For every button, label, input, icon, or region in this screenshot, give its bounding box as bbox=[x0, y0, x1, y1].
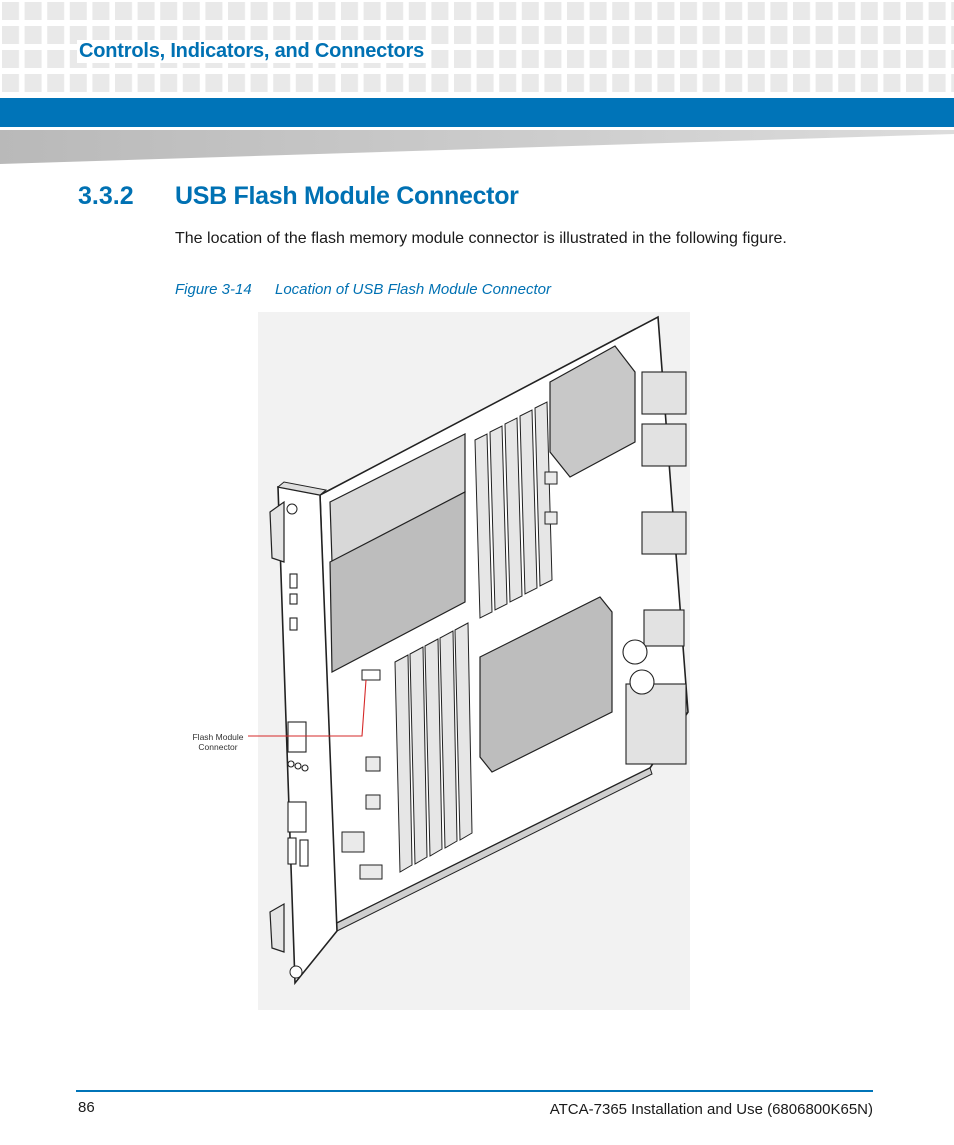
small-chips bbox=[341, 471, 558, 880]
heatsink-lower bbox=[479, 596, 613, 773]
intro-paragraph: The location of the flash memory module … bbox=[175, 230, 787, 247]
page-number: 86 bbox=[78, 1099, 95, 1116]
capacitors bbox=[622, 639, 655, 695]
document-title: ATCA-7365 Installation and Use (6806800K… bbox=[549, 1101, 873, 1118]
section-number: 3.3.2 bbox=[78, 182, 134, 210]
dimm-slots-left bbox=[394, 622, 473, 873]
callout-label-line1: Flash Module bbox=[192, 732, 243, 742]
board-illustration: Flash Module Connector bbox=[192, 312, 690, 1010]
front-panel-ports bbox=[287, 573, 309, 867]
rear-connectors bbox=[625, 371, 687, 765]
header-pattern bbox=[0, 0, 954, 96]
header-blue-bar bbox=[0, 98, 954, 127]
callout-label-line2: Connector bbox=[198, 742, 237, 752]
figure-number: Figure 3-14 bbox=[175, 281, 252, 298]
section-title: USB Flash Module Connector bbox=[175, 182, 519, 210]
front-panel-top bbox=[276, 481, 328, 496]
top-handle bbox=[269, 500, 298, 563]
figure-caption: Location of USB Flash Module Connector bbox=[275, 281, 551, 298]
heatsink-cpu-right bbox=[549, 345, 636, 478]
bottom-handle bbox=[269, 902, 303, 979]
header-gray-wedge bbox=[0, 130, 954, 164]
footer-rule bbox=[76, 1090, 873, 1092]
callout-line bbox=[248, 679, 367, 737]
flash-module-connector bbox=[361, 669, 381, 681]
heatsink-cpu-left bbox=[329, 433, 466, 673]
running-header: Controls, Indicators, and Connectors bbox=[77, 40, 431, 63]
dimm-slots-upper bbox=[474, 401, 553, 619]
